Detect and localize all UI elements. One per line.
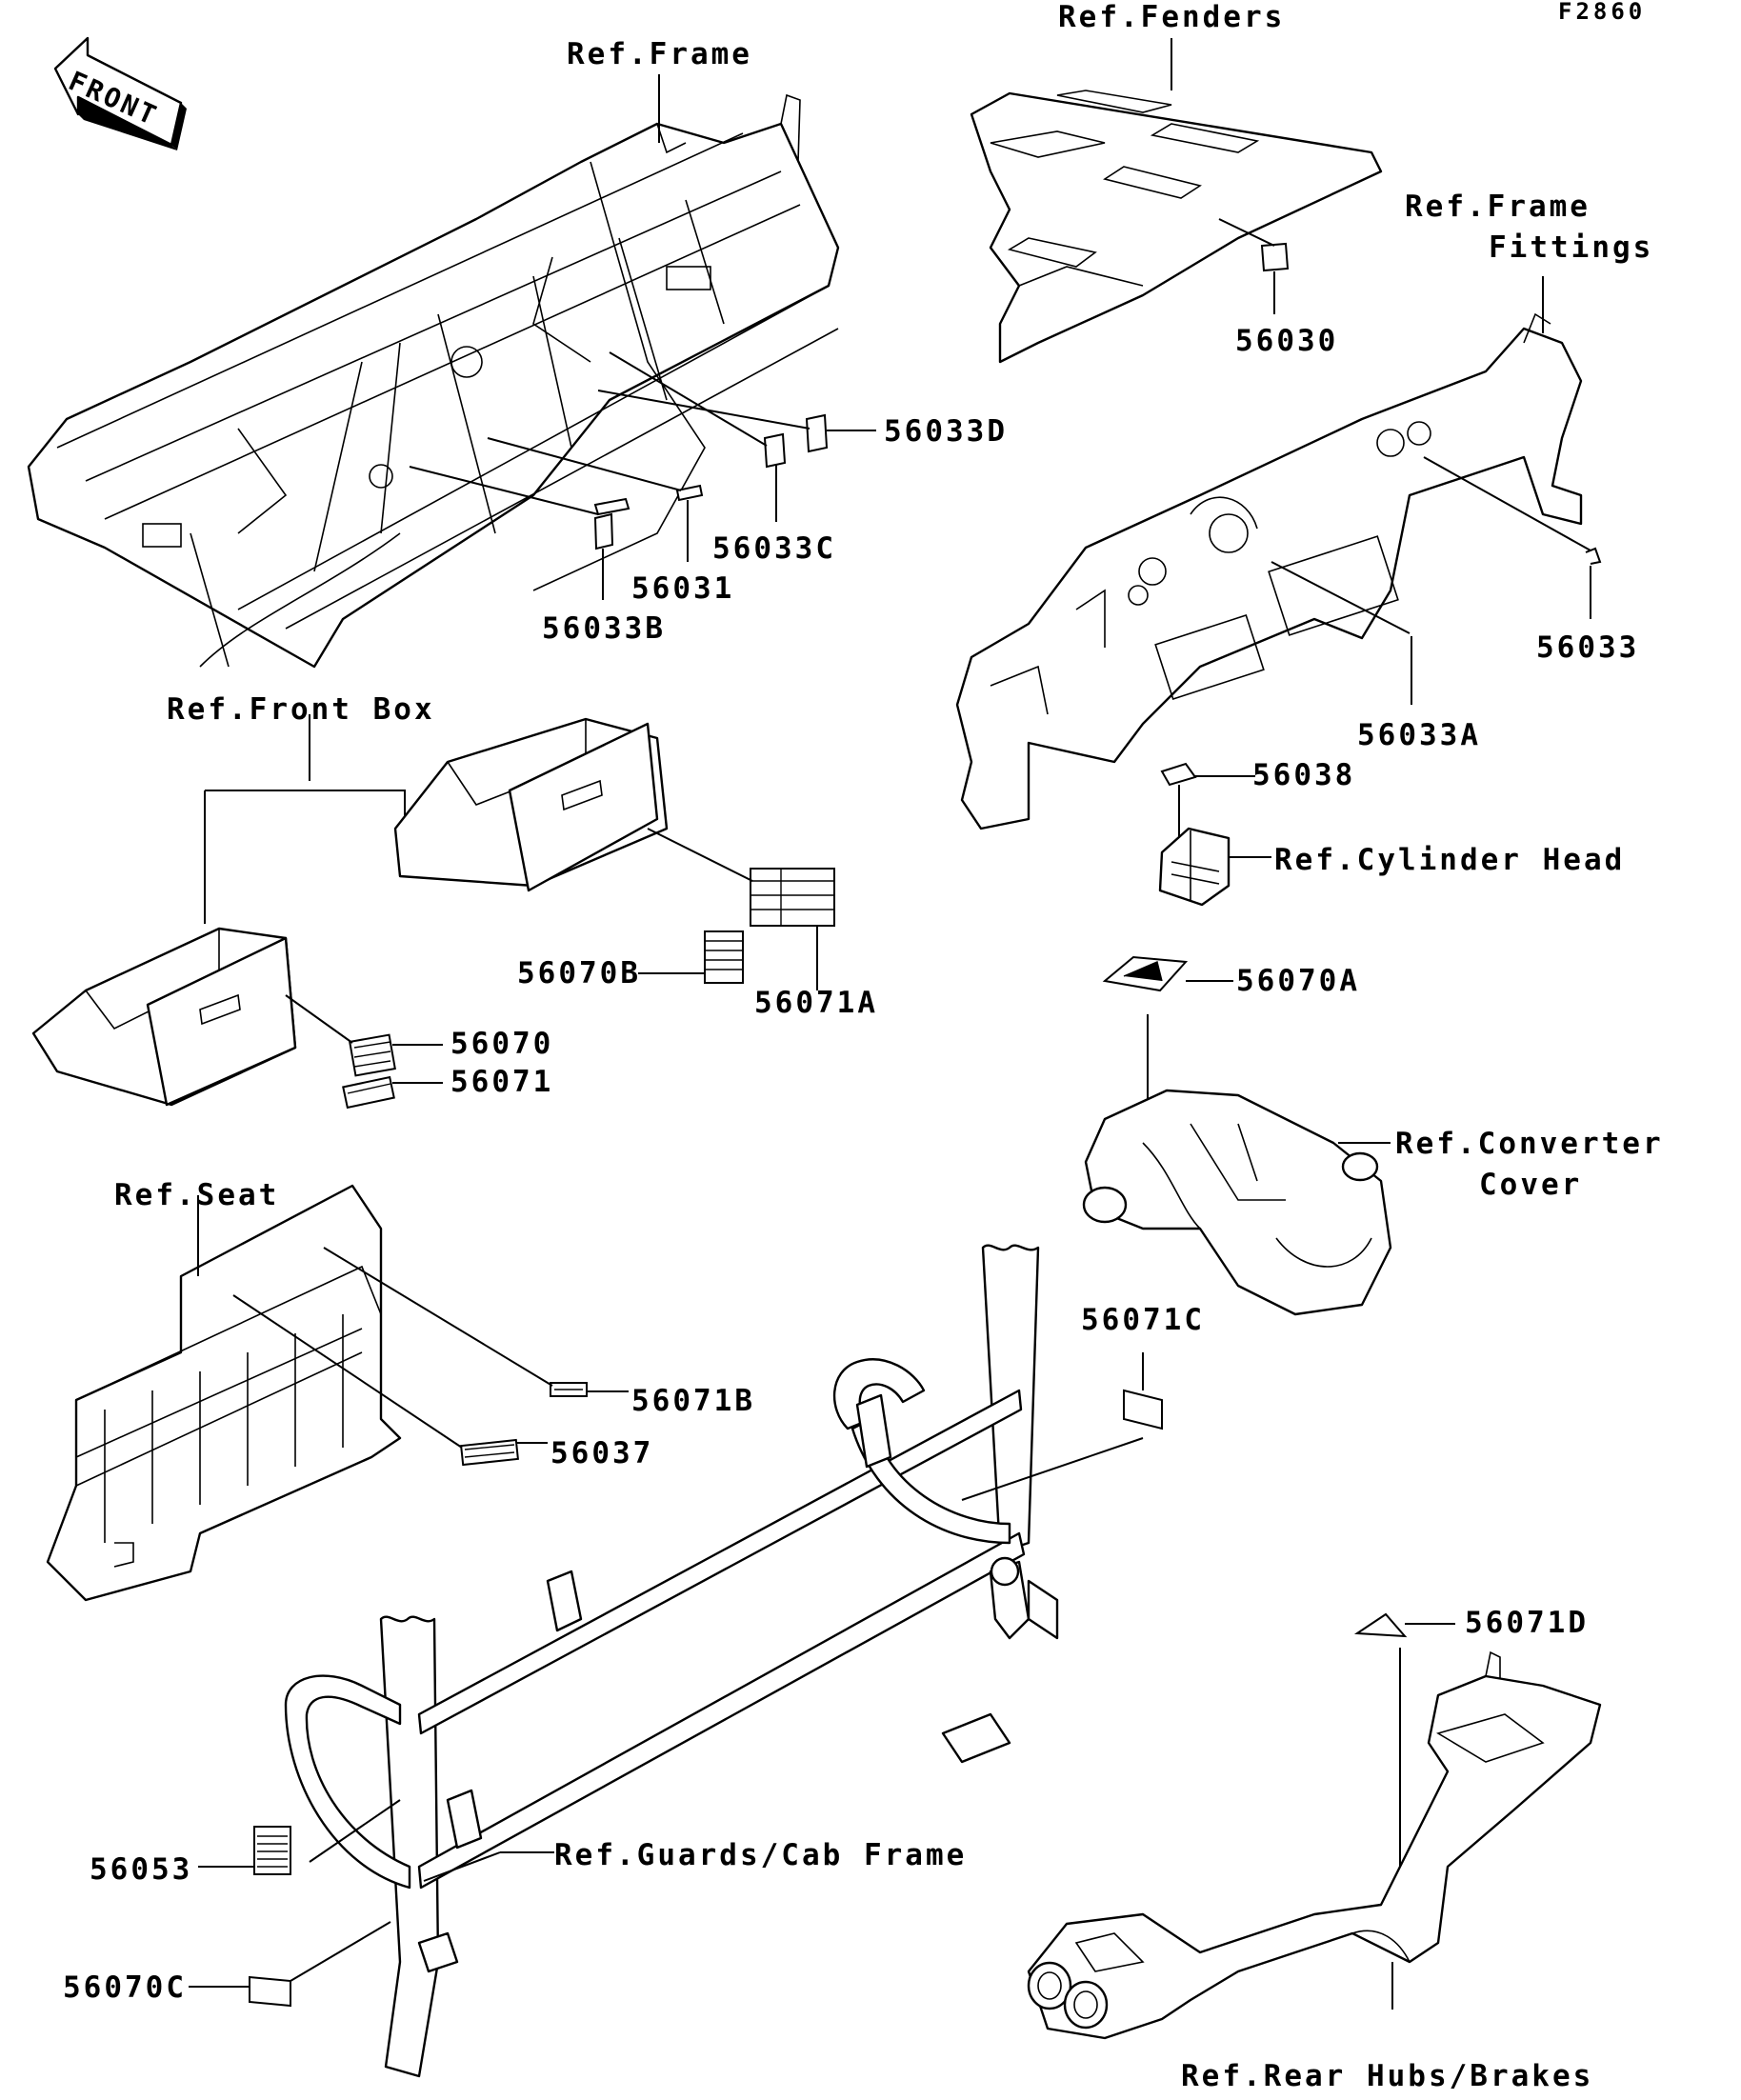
decal-56033D [805,413,829,453]
ref-converter-cover-label-1: Ref.Converter [1395,1127,1664,1161]
part-56071A-label: 56071A [754,986,878,1020]
decal-56071 [342,1075,395,1110]
front-box-part [31,714,835,1110]
cylinder-head-part [1158,762,1271,907]
ref-fenders-label: Ref.Fenders [1058,0,1285,34]
part-56033B-label: 56033B [542,611,666,646]
front-arrow-icon: FRONT [53,36,187,150]
part-56070A-label: 56070A [1236,964,1360,998]
part-56071D-label: 56071D [1465,1606,1589,1640]
part-56070-label: 56070 [450,1027,553,1061]
frame-part [27,93,840,669]
decal-56033 [1585,547,1602,565]
decal-56070B [704,930,744,984]
part-56037-label: 56037 [550,1436,653,1470]
part-56030-label: 56030 [1235,324,1338,358]
part-56071B-label: 56071B [631,1384,755,1418]
part-56033C-label: 56033C [712,531,836,566]
part-56031-label: 56031 [631,571,734,606]
part-56033D-label: 56033D [884,414,1008,449]
part-56070C-label: 56070C [63,1970,187,2005]
part-56053-label: 56053 [90,1852,192,1887]
decal-56038 [1160,762,1197,787]
seat-part [46,1184,629,1602]
ref-converter-cover-label-2: Cover [1479,1168,1582,1202]
decal-56071C [1123,1389,1163,1430]
ref-cylinder-head-label: Ref.Cylinder Head [1274,843,1625,877]
ref-seat-label: Ref.Seat [114,1178,279,1212]
part-56033-label: 56033 [1536,630,1639,665]
frame-fittings-part [955,276,1602,830]
ref-frame-fittings-label-1: Ref.Frame [1405,190,1591,224]
labels: F2860 Ref.Frame Ref.Fenders Ref.Frame Fi… [63,0,1664,2093]
fenders-part [970,38,1383,364]
decal-56030 [1260,242,1290,272]
figure-id: F2860 [1558,0,1646,25]
ref-frame-fittings-label-2: Fittings [1489,230,1653,265]
frame-decals [593,413,829,550]
rear-hubs-part [1027,1612,1602,2040]
part-56038-label: 56038 [1252,758,1355,792]
decal-56071A [750,868,835,927]
ref-rear-hubs-label: Ref.Rear Hubs/Brakes [1181,2059,1593,2093]
ref-guards-label: Ref.Guards/Cab Frame [554,1838,967,1872]
part-56033A-label: 56033A [1357,718,1481,752]
decal-56033C [763,432,787,469]
converter-cover-part [1082,955,1392,1316]
decal-56031 [675,484,704,502]
frame-leaders [409,74,876,600]
part-56071-label: 56071 [450,1065,553,1099]
part-56071C-label: 56071C [1081,1303,1205,1337]
decal-56033B-a [593,497,630,516]
decal-56033B-b [593,512,614,550]
guards-cab-frame-part [189,1244,1163,2078]
ref-frame-label: Ref.Frame [567,37,752,71]
decal-56070C [249,1975,291,2008]
part-56070B-label: 56070B [517,956,641,990]
ref-front-box-label: Ref.Front Box [167,692,435,727]
decal-56070 [349,1033,396,1077]
decal-56071D [1353,1612,1408,1638]
